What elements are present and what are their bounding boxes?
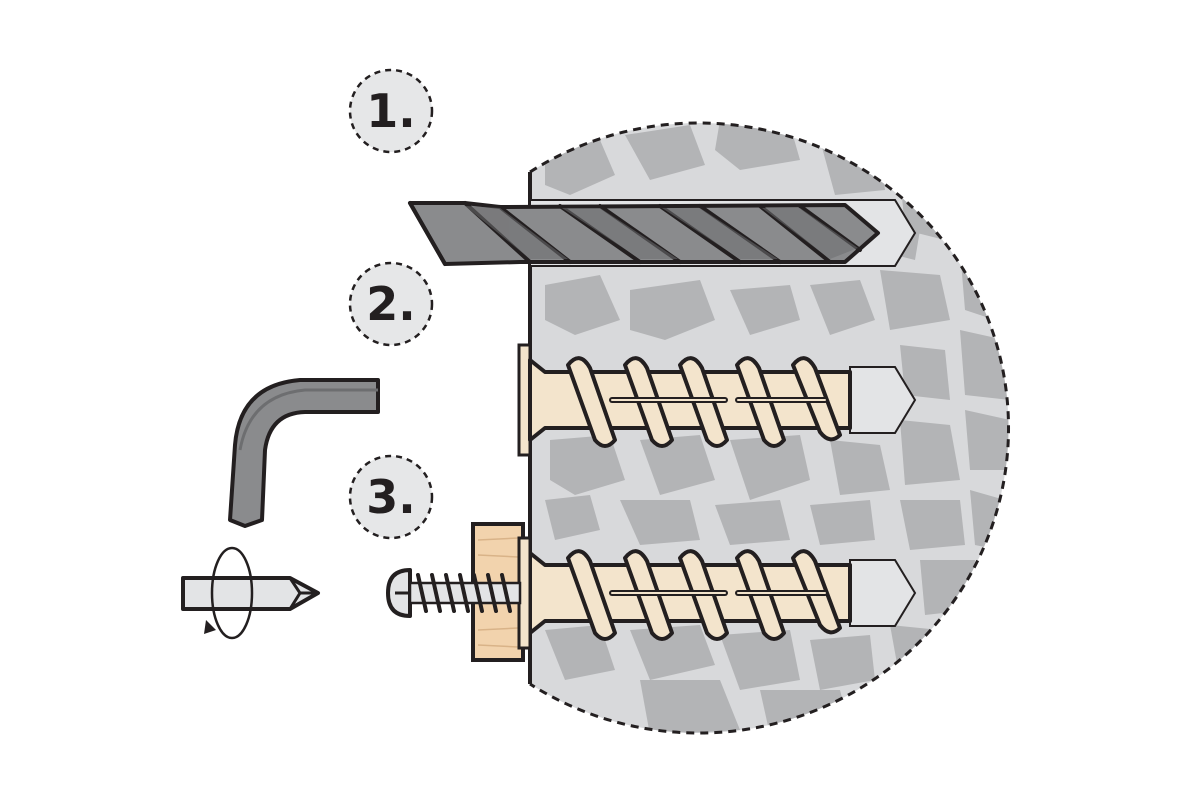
step-label-3: 3. bbox=[366, 470, 415, 524]
concrete-screw-anchor-icon bbox=[517, 343, 852, 457]
step-label-2: 2. bbox=[366, 277, 415, 331]
rotation-arrow-icon bbox=[204, 546, 254, 640]
hex-key-icon bbox=[228, 378, 380, 528]
step-badge-3: 3. bbox=[348, 454, 434, 540]
concrete-screw-anchor-icon-2 bbox=[528, 549, 852, 641]
fixture-screw-icon bbox=[386, 568, 522, 618]
step-badge-1: 1. bbox=[348, 68, 434, 154]
step-label-1: 1. bbox=[366, 84, 415, 138]
step-badge-2: 2. bbox=[348, 261, 434, 347]
drill-bit-icon bbox=[408, 201, 880, 266]
screwdriver-bit-icon bbox=[181, 576, 320, 611]
